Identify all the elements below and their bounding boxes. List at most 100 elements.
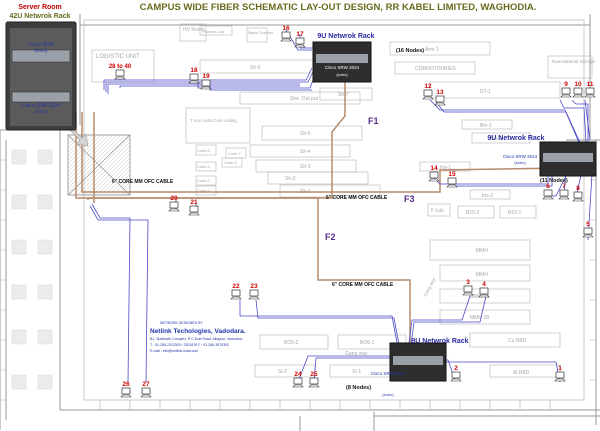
computer-icon: 9 — [560, 81, 572, 98]
area-label: F Lab — [431, 208, 444, 214]
node-number: 21 — [190, 199, 198, 206]
node-number: 26 — [122, 381, 130, 388]
node-number: 4 — [482, 281, 486, 288]
node-number: 25 — [310, 371, 318, 378]
node-number: 23 — [250, 283, 258, 290]
wall-ticks — [0, 159, 596, 410]
area-label: Bin-1 — [480, 123, 492, 129]
network-rack-icon — [5, 21, 77, 131]
computer-icon: 21 — [188, 199, 200, 216]
node-number: 16 — [282, 25, 290, 32]
area-label: HV Room — [183, 27, 205, 33]
node-number: 14 — [430, 165, 438, 172]
node-number: 19 — [202, 73, 210, 80]
computer-icon: 7 — [558, 183, 570, 200]
switch-name: Cisco SRW 2024 — [503, 154, 538, 159]
building-outline — [0, 14, 600, 431]
rack-label: 9U Netwrok Rack — [317, 33, 374, 40]
area-label: Coile-4 — [197, 164, 210, 169]
area-label: Coile-2 — [197, 188, 210, 193]
computer-icon: 15 — [446, 171, 458, 188]
area-label: Gang way — [422, 277, 436, 298]
computer-icon: 13 — [434, 89, 446, 106]
node-number: 10 — [574, 81, 582, 88]
area-label: BO6-2 — [284, 340, 299, 346]
computer-icon: 17 — [294, 31, 306, 48]
floor-label: F3 — [404, 194, 415, 204]
area-label: MMH-28 — [470, 315, 489, 321]
server-device2-name: Cisco SRW 2024 — [22, 103, 60, 109]
floor-label: F1 — [368, 116, 379, 126]
node-number: 6 — [546, 183, 550, 190]
node-number: 9 — [564, 81, 568, 88]
rack-node-count: (8 Nodes) — [346, 385, 371, 391]
area-label: B10-2 — [466, 210, 480, 216]
node-number: 7 — [562, 183, 566, 190]
area-label: Coile-3 — [197, 178, 210, 183]
computer-icon: 12 — [422, 83, 434, 100]
area-label: LOGISTIC UNIT — [96, 54, 140, 60]
computer-icon: 16 — [280, 25, 292, 42]
node-number: 18 — [190, 67, 198, 74]
designer-name: Netlink Techologies, Vadodara. — [150, 328, 246, 335]
area-label: Sh-5 — [300, 131, 311, 137]
rack-label: 9U Netwrok Rack — [411, 338, 468, 345]
area-label: B10-1 — [508, 210, 522, 216]
node-number: 1 — [558, 365, 562, 372]
area-label: Al RBD — [513, 370, 530, 376]
node-number: 28 to 40 — [109, 64, 132, 70]
area-label: Sh-4 — [300, 149, 311, 155]
network-rack-icon — [539, 141, 597, 177]
switch-sub: (soho) — [336, 72, 348, 77]
network-rack-icon — [389, 342, 447, 382]
switch-name: Cisco SRW 2024 — [371, 371, 406, 376]
area-label: St-2 — [278, 369, 287, 375]
computer-icon: 3 — [462, 279, 474, 296]
computer-icon: 20 — [168, 195, 180, 212]
node-number: 24 — [294, 371, 302, 378]
area-label: Sh-6 — [250, 65, 261, 71]
node-number: 11 — [587, 81, 594, 88]
area-label: Coile-5 — [224, 160, 237, 165]
cable-label: 6" CORE MM OFC CABLE — [326, 195, 388, 201]
node-number: 17 — [296, 31, 304, 38]
area-label: Coile-6 — [197, 148, 210, 153]
area-label: Sh-3 — [300, 164, 311, 170]
area-label: Arm-1 — [425, 47, 439, 53]
floor-label: F2 — [325, 232, 336, 242]
computer-icon: 23 — [248, 283, 260, 300]
area-label: Ins-2 — [482, 193, 493, 199]
computer-icon: 11 — [584, 81, 596, 98]
computer-icon: 4 — [478, 281, 490, 298]
area-label: St-1 — [352, 369, 361, 375]
area-label: Process Lab — [202, 29, 225, 34]
switch-name: Cisco SRW 2024 — [325, 65, 360, 70]
area-label: 7 nos multi Core coiling — [190, 118, 237, 123]
server-device1-name: Cisco 3520 — [28, 42, 53, 48]
designer-email: E-mail : info@netlink-india.com — [150, 349, 198, 353]
computer-icon: 8 — [572, 185, 584, 202]
server-device1-sub: (soho) — [35, 48, 48, 53]
area-label: Sh-2 — [285, 176, 296, 182]
rack-node-count: (11 Nodes) — [540, 178, 568, 184]
area-label: Cu RBD — [508, 338, 527, 344]
hatched-shaft — [67, 134, 131, 196]
computer-icon: 2 — [450, 365, 462, 382]
computer-icon: 5 — [582, 221, 594, 238]
node-number: 3 — [466, 279, 470, 286]
node-number: 8 — [576, 185, 580, 192]
area-label: Raw Material Storage — [552, 59, 596, 64]
area-label: MMH — [476, 248, 488, 254]
area-label: DT-1 — [480, 89, 491, 95]
computer-icon: 27 — [140, 381, 152, 398]
computer-icon: 28 to 40 — [109, 64, 132, 80]
node-number: 15 — [448, 171, 456, 178]
area-label: She. Out put — [290, 96, 319, 102]
area-label: Gang way — [345, 351, 368, 357]
computer-icon: 22 — [230, 283, 242, 300]
computer-icon: 24 — [292, 371, 304, 388]
designer-address: B1, Siddharth Complex, R.C.Dutt Road, Al… — [150, 337, 243, 341]
computer-icon: 14 — [428, 165, 440, 182]
computer-icon: 1 — [554, 365, 566, 382]
